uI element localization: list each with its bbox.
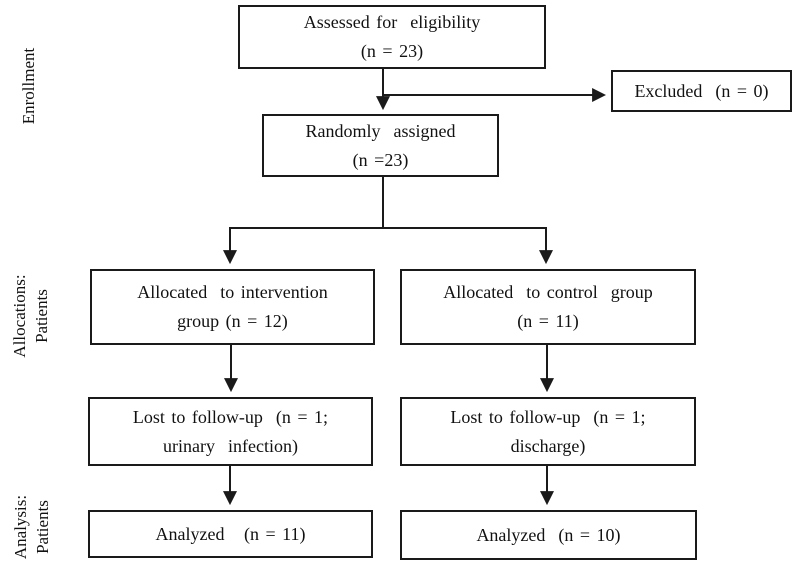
box-text-line: (n = 23) <box>360 41 424 61</box>
box-text-line: (n = 11) <box>517 311 579 331</box>
box-allocated-intervention-group: Allocated to intervention group (n = 12) <box>90 269 375 345</box>
box-excluded: Excluded (n = 0) <box>611 70 792 112</box>
stage-label-text: Allocations: <box>10 274 29 358</box>
stage-label-text: Patients <box>33 500 52 554</box>
box-assessed-eligibility: Assessed for eligibility (n = 23) <box>238 5 546 69</box>
box-text-line: Analyzed (n = 11) <box>155 523 306 544</box>
box-text-line: discharge) <box>510 435 586 456</box>
box-text-line: urinary infection) <box>163 435 298 456</box>
box-text-line: group (n = 12) <box>177 311 288 331</box>
box-randomly-assigned: Randomly assigned (n =23) <box>262 114 499 177</box>
stage-label-allocations-patients: Allocations: Patients <box>9 256 55 376</box>
box-text-line: Allocated to control group <box>443 282 653 302</box>
stage-label-text: Patients <box>32 289 51 343</box>
box-text-line: Assessed for eligibility <box>303 12 481 32</box>
box-lost-to-followup-control: Lost to follow-up (n = 1; discharge) <box>400 397 696 466</box>
stage-label-analysis-patients: Analysis: Patients <box>10 477 56 572</box>
stage-label-enrollment: Enrollment <box>18 26 42 146</box>
box-text-line: Lost to follow-up (n = 1; <box>450 406 646 427</box>
box-text-line: Randomly assigned <box>305 120 456 141</box>
box-analyzed-intervention: Analyzed (n = 11) <box>88 510 373 558</box>
stage-label-text: Enrollment <box>19 47 38 125</box>
box-text-line: Allocated to intervention <box>137 282 328 302</box>
box-text-line: Excluded (n = 0) <box>634 80 769 101</box>
stage-label-text: Analysis: <box>11 494 30 560</box>
box-lost-to-followup-intervention: Lost to follow-up (n = 1; urinary infect… <box>88 397 373 466</box>
box-text-line: Analyzed (n = 10) <box>476 524 621 545</box>
box-analyzed-control: Analyzed (n = 10) <box>400 510 697 560</box>
box-allocated-control-group: Allocated to control group (n = 11) <box>400 269 696 345</box>
box-text-line: Lost to follow-up (n = 1; <box>132 406 329 427</box>
box-text-line: (n =23) <box>352 149 409 170</box>
